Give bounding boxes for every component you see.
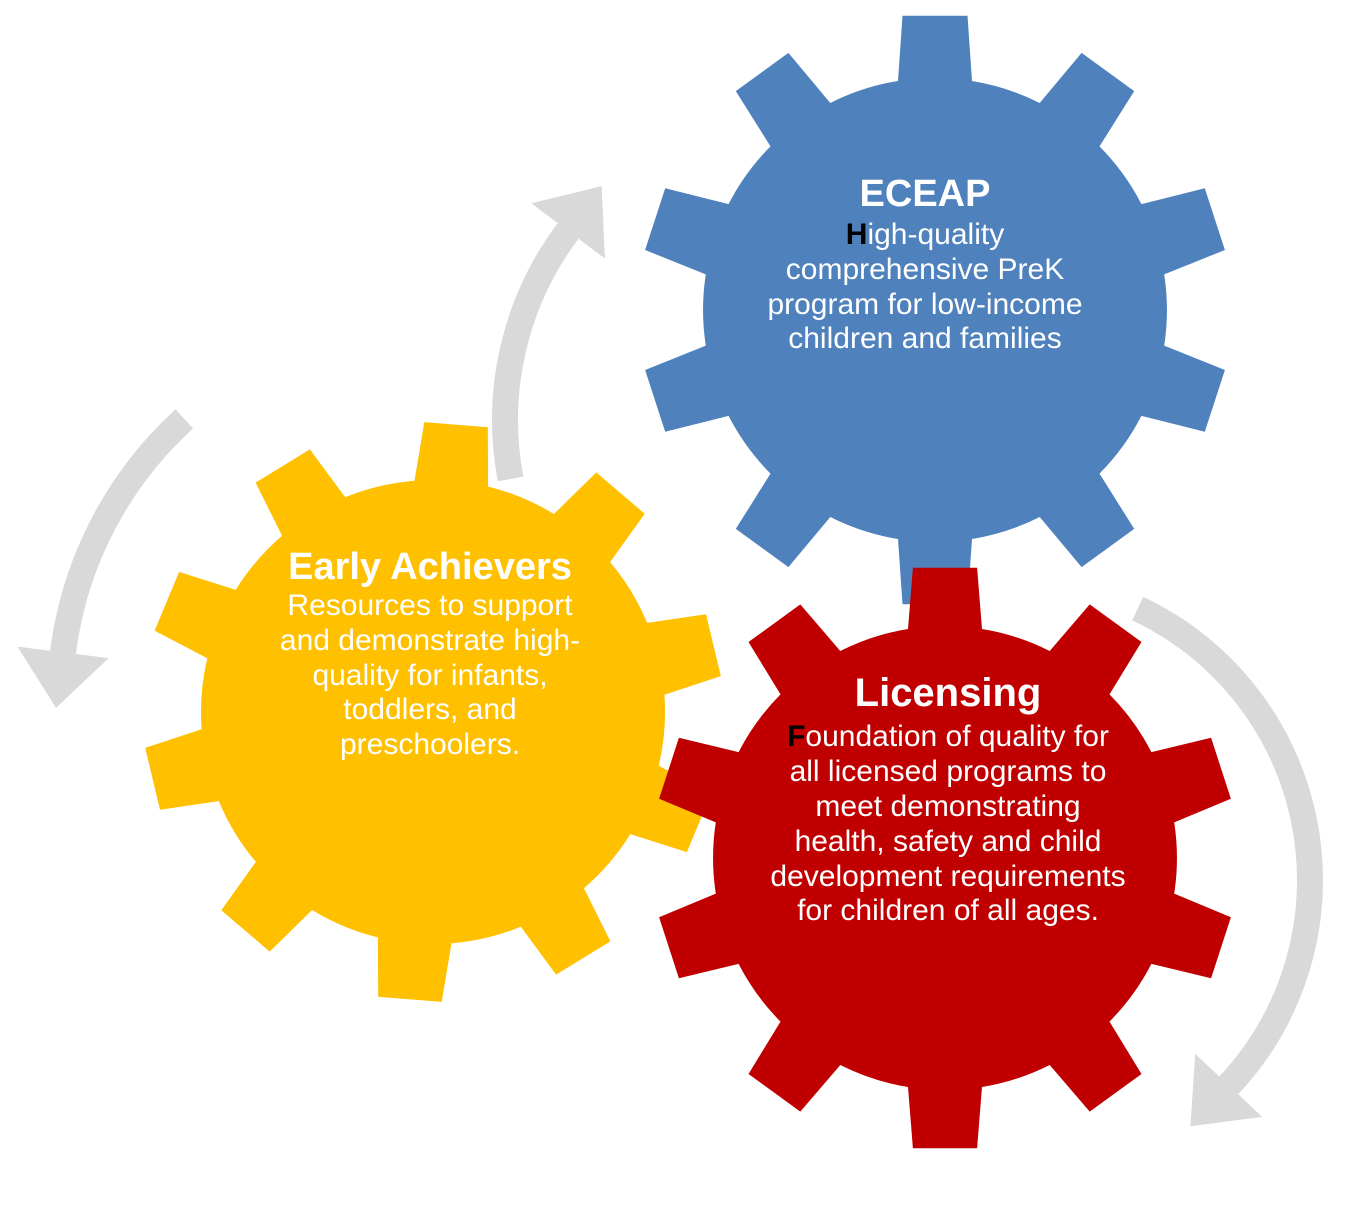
early-achievers-description: Resources to support and demonstrate hig… [279,589,581,762]
licensing-title: Licensing [854,671,1042,715]
eceap-desc-initial: H [845,218,868,252]
licensing-gear-icon [659,567,1231,1149]
licensing-gear-shape [659,567,1231,1149]
licensing-label: Licensing Foundation of quality for all … [768,670,1128,929]
eceap-gear-icon [645,15,1225,605]
early-achievers-label: Early Achievers Resources to support and… [272,545,588,763]
early-achievers-gear-shape [145,422,721,1002]
eceap-desc-text: igh-quality comprehensive PreK program f… [767,218,1083,356]
cycle-arrows [17,186,1323,1127]
early-achievers-title: Early Achievers [288,546,572,588]
eceap-label: ECEAP High-quality comprehensive PreK pr… [760,172,1090,357]
arrow-right-head-icon [1190,1053,1263,1127]
arrow-left-shaft [50,409,194,655]
arrow-top-shaft [492,223,579,482]
licensing-desc-initial: F [787,720,806,754]
eceap-description: High-quality comprehensive PreK program … [767,218,1082,355]
arrow-right-shaft [1132,596,1323,1095]
early-achievers-gear-icon [145,422,721,1002]
arrow-left-head-icon [17,646,109,708]
arrow-top-head-icon [531,186,605,259]
licensing-desc-text: oundation of quality for all licensed pr… [770,720,1126,928]
eceap-gear-shape [645,15,1225,605]
licensing-description: Foundation of quality for all licensed p… [770,720,1125,927]
eceap-title: ECEAP [859,173,991,215]
